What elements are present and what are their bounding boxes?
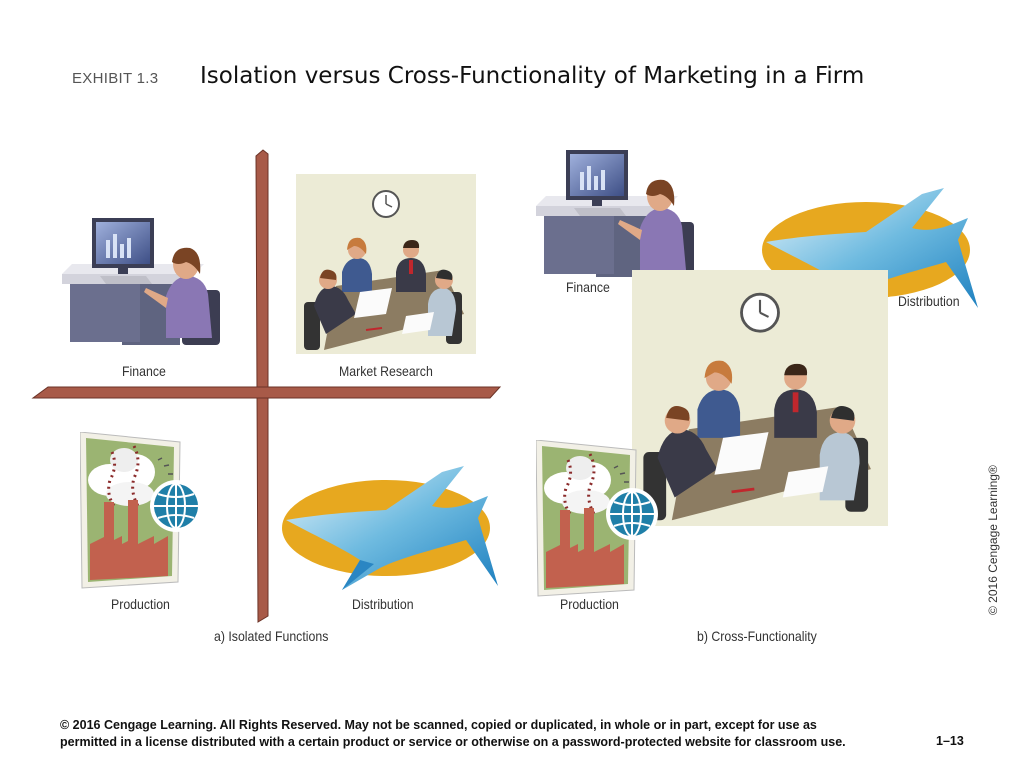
footer-line-1: © 2016 Cengage Learning. All Rights Rese…: [60, 718, 817, 732]
footer-line-2: permitted in a license distributed with …: [60, 735, 846, 749]
label-finance-a: Finance: [122, 363, 166, 379]
label-finance-b: Finance: [566, 279, 610, 295]
production-factory-icon: [80, 432, 204, 590]
exhibit-number: EXHIBIT 1.3: [72, 70, 159, 87]
finance-computer-icon: [62, 218, 220, 345]
distribution-airplane-icon: [282, 466, 498, 590]
label-production-a: Production: [111, 596, 170, 612]
market-research-meeting-icon-b: [632, 270, 888, 526]
caption-isolated-functions: a) Isolated Functions: [214, 628, 329, 644]
label-market-research-a: Market Research: [339, 363, 433, 379]
image-credit: © 2016 Cengage Learning®: [986, 465, 1000, 615]
footer-copyright: © 2016 Cengage Learning. All Rights Rese…: [60, 717, 890, 751]
caption-cross-functionality: b) Cross-Functionality: [697, 628, 817, 644]
label-distribution-a: Distribution: [352, 596, 414, 612]
label-production-b: Production: [560, 596, 619, 612]
page-number: 1–13: [936, 734, 964, 748]
isolation-walls: [31, 149, 502, 623]
label-distribution-b: Distribution: [898, 293, 960, 309]
market-research-meeting-icon: [296, 174, 476, 354]
finance-computer-icon-b: [536, 150, 694, 277]
page-title: Isolation versus Cross-Functionality of …: [200, 63, 865, 89]
